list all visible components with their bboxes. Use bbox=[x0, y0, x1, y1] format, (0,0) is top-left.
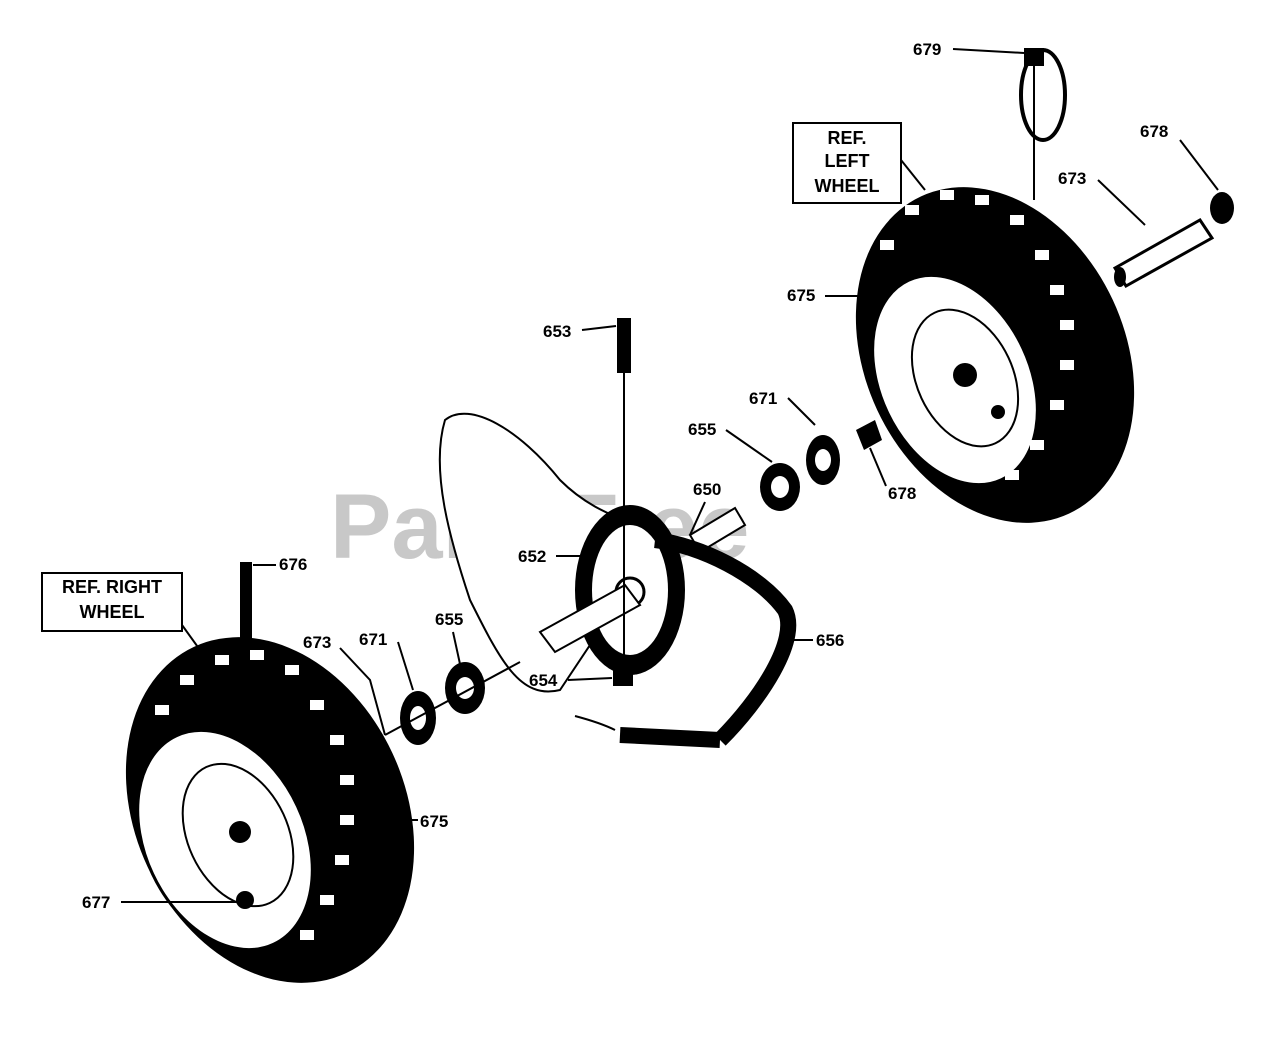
callout-654: 654 bbox=[529, 671, 558, 690]
callout-677: 677 bbox=[82, 893, 110, 912]
ref-right-wheel-box: REF. RIGHT WHEEL bbox=[41, 572, 201, 651]
callout-653: 653 bbox=[543, 322, 571, 341]
nut-678-top bbox=[1210, 192, 1234, 224]
drive-chain bbox=[574, 532, 797, 748]
axle-673-upper bbox=[1112, 218, 1215, 289]
pin-679 bbox=[1019, 48, 1067, 200]
callouts: 679 678 673 675 653 671 655 650 678 652 … bbox=[82, 40, 1219, 912]
callout-652: 652 bbox=[518, 547, 546, 566]
bearing-655-lower bbox=[445, 662, 485, 714]
callout-656: 656 bbox=[816, 631, 844, 650]
callout-679: 679 bbox=[913, 40, 941, 59]
callout-678-mid: 678 bbox=[888, 484, 916, 503]
callout-673-top: 673 bbox=[1058, 169, 1086, 188]
ref-left-line2: LEFT bbox=[825, 151, 870, 171]
ref-left-line3: WHEEL bbox=[815, 176, 880, 196]
bolt-676 bbox=[240, 562, 252, 642]
sprocket bbox=[575, 505, 685, 675]
ref-left-wheel-box: REF. LEFT WHEEL bbox=[792, 122, 926, 204]
callout-675-top: 675 bbox=[787, 286, 815, 305]
axle-shaft bbox=[538, 506, 747, 654]
ref-left-line1: REF. bbox=[827, 128, 866, 148]
callout-650: 650 bbox=[693, 480, 721, 499]
callout-655-top: 655 bbox=[688, 420, 716, 439]
callout-676: 676 bbox=[279, 555, 307, 574]
callout-671-top: 671 bbox=[749, 389, 777, 408]
callout-655-low: 655 bbox=[435, 610, 463, 629]
callout-675-low: 675 bbox=[420, 812, 448, 831]
ref-right-line1: REF. RIGHT bbox=[62, 577, 162, 597]
callout-678-top: 678 bbox=[1140, 122, 1168, 141]
washer-671-upper bbox=[806, 435, 840, 485]
right-wheel bbox=[125, 637, 415, 983]
callout-671-low: 671 bbox=[359, 630, 387, 649]
callout-673-low: 673 bbox=[303, 633, 331, 652]
ref-right-line2: WHEEL bbox=[80, 602, 145, 622]
nut-654 bbox=[613, 668, 633, 686]
bolt-653 bbox=[617, 318, 631, 670]
bearing-655-upper bbox=[760, 463, 800, 511]
left-wheel bbox=[855, 187, 1135, 523]
nut-678-mid bbox=[856, 420, 882, 450]
